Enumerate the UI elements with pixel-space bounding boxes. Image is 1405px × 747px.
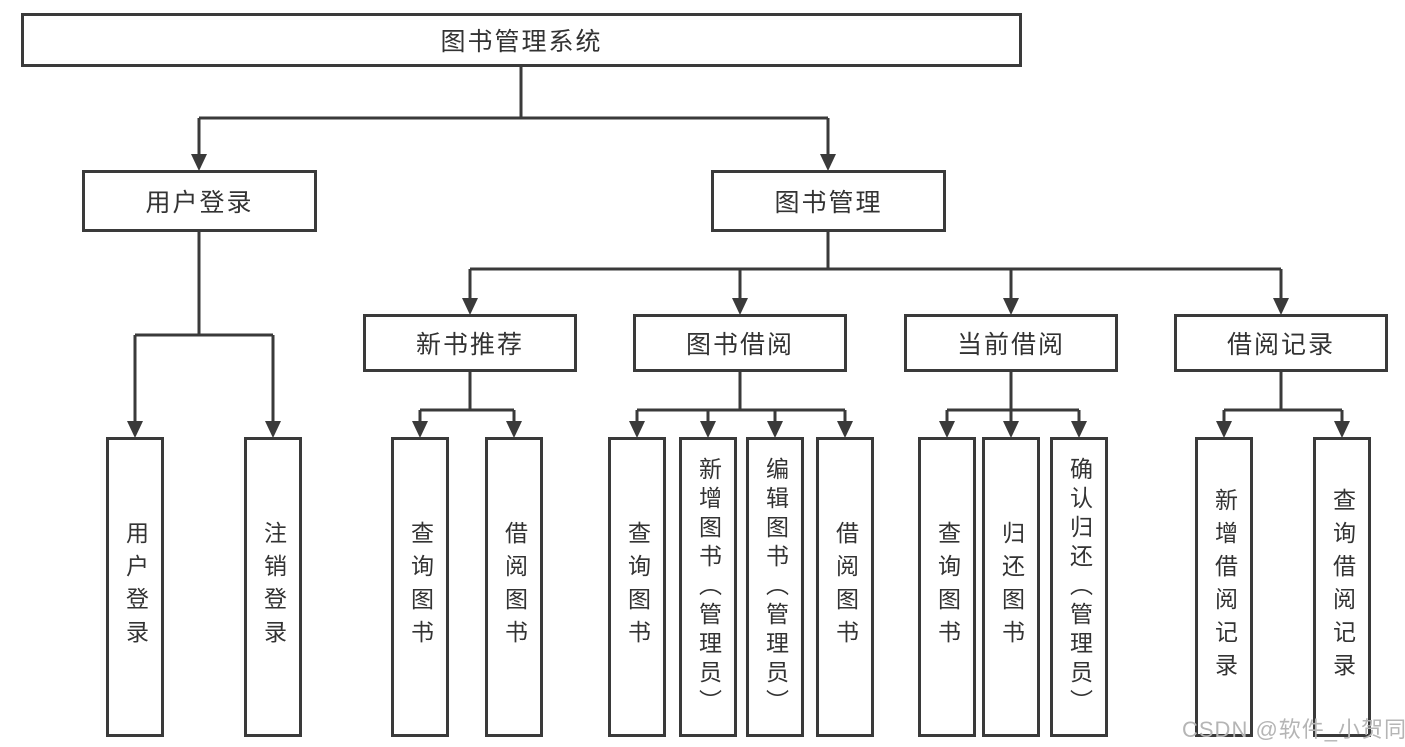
leaf-label: 借阅图书: [832, 521, 859, 653]
leaf-borrow-query-books: 查询图书: [608, 437, 666, 737]
connector-line: [1222, 372, 1344, 425]
leaf-label: 查询图书: [624, 521, 651, 653]
connector-bookmgmt-to-level3: [468, 232, 1283, 302]
arrowhead: [1071, 421, 1087, 438]
arrowheads: [127, 154, 1350, 438]
connector-currentborrow-to-leaves: [945, 372, 1081, 425]
arrowhead: [700, 421, 716, 438]
leaf-label: 注销登录: [260, 521, 287, 653]
arrowhead: [767, 421, 783, 438]
node-label: 当前借阅: [956, 331, 1065, 359]
arrowhead: [837, 421, 853, 438]
node-label: 借阅记录: [1226, 331, 1335, 359]
connector-newbook-to-leaves: [418, 372, 516, 425]
arrowhead: [506, 421, 522, 438]
leaf-logout: 注销登录: [244, 437, 302, 737]
arrowhead: [462, 298, 478, 315]
arrowhead: [1003, 421, 1019, 438]
leaf-label: 查询借阅记录: [1329, 488, 1356, 686]
leaf-query-borrow-record: 查询借阅记录: [1313, 437, 1371, 737]
leaf-label: 新增借阅记录: [1211, 488, 1238, 686]
leaf-borrow-books: 借阅图书: [816, 437, 874, 737]
node-label: 新书推荐: [415, 331, 524, 359]
leaf-label: 用户登录: [122, 521, 149, 653]
leaf-label: 归还图书: [998, 521, 1025, 653]
connector-line: [418, 372, 516, 425]
leaf-return-books: 归还图书: [982, 437, 1040, 737]
node-new-book-recommendation: 新书推荐: [363, 314, 577, 372]
csdn-watermark: CSDN @软件_小贺同学: [1182, 717, 1405, 742]
leaf-recommend-query-books: 查询图书: [391, 437, 449, 737]
leaf-confirm-return-admin: 确认归还（管理员）: [1050, 437, 1108, 737]
leaf-add-books-admin: 新增图书（管理员）: [679, 437, 737, 737]
arrowhead: [191, 154, 207, 171]
connector-borrowrecords-to-leaves: [1222, 372, 1344, 425]
node-label: 图书借阅: [685, 331, 794, 359]
leaf-recommend-borrow-books: 借阅图书: [485, 437, 543, 737]
leaf-label: 新增图书（管理员）: [695, 456, 722, 718]
node-borrowing-records: 借阅记录: [1174, 314, 1388, 372]
node-label: 用户登录: [145, 189, 254, 217]
arrowhead: [127, 421, 143, 438]
node-library-management-system: 图书管理系统: [21, 13, 1022, 67]
arrowhead: [820, 154, 836, 171]
node-label: 图书管理: [774, 189, 883, 217]
connector-userlogin-to-leaves: [133, 232, 275, 425]
leaf-label: 查询图书: [934, 521, 961, 653]
leaf-label: 借阅图书: [501, 521, 528, 653]
node-user-login: 用户登录: [82, 170, 317, 232]
arrowhead: [1003, 298, 1019, 315]
node-book-management: 图书管理: [711, 170, 946, 232]
arrowhead: [1334, 421, 1350, 438]
arrowhead: [939, 421, 955, 438]
leaf-label: 确认归还（管理员）: [1066, 456, 1093, 718]
leaf-label: 查询图书: [407, 521, 434, 653]
leaf-edit-books-admin: 编辑图书（管理员）: [746, 437, 804, 737]
node-book-borrowing: 图书借阅: [633, 314, 847, 372]
leaf-add-borrow-record: 新增借阅记录: [1195, 437, 1253, 737]
arrowhead: [629, 421, 645, 438]
connector-line: [635, 372, 847, 425]
connector-line: [133, 232, 275, 425]
connector-bookborrow-to-leaves: [635, 372, 847, 425]
leaf-user-login: 用户登录: [106, 437, 164, 737]
arrowhead: [1216, 421, 1232, 438]
connector-line: [468, 232, 1283, 302]
arrowhead: [732, 298, 748, 315]
leaf-current-query-books: 查询图书: [918, 437, 976, 737]
node-label: 图书管理系统: [440, 28, 603, 56]
arrowhead: [1273, 298, 1289, 315]
node-current-borrowing: 当前借阅: [904, 314, 1118, 372]
arrowhead: [412, 421, 428, 438]
arrowhead: [265, 421, 281, 438]
leaf-label: 编辑图书（管理员）: [762, 456, 789, 718]
connector-line: [197, 67, 830, 158]
connector-line: [945, 372, 1081, 425]
connector-root-to-level2: [197, 67, 830, 158]
